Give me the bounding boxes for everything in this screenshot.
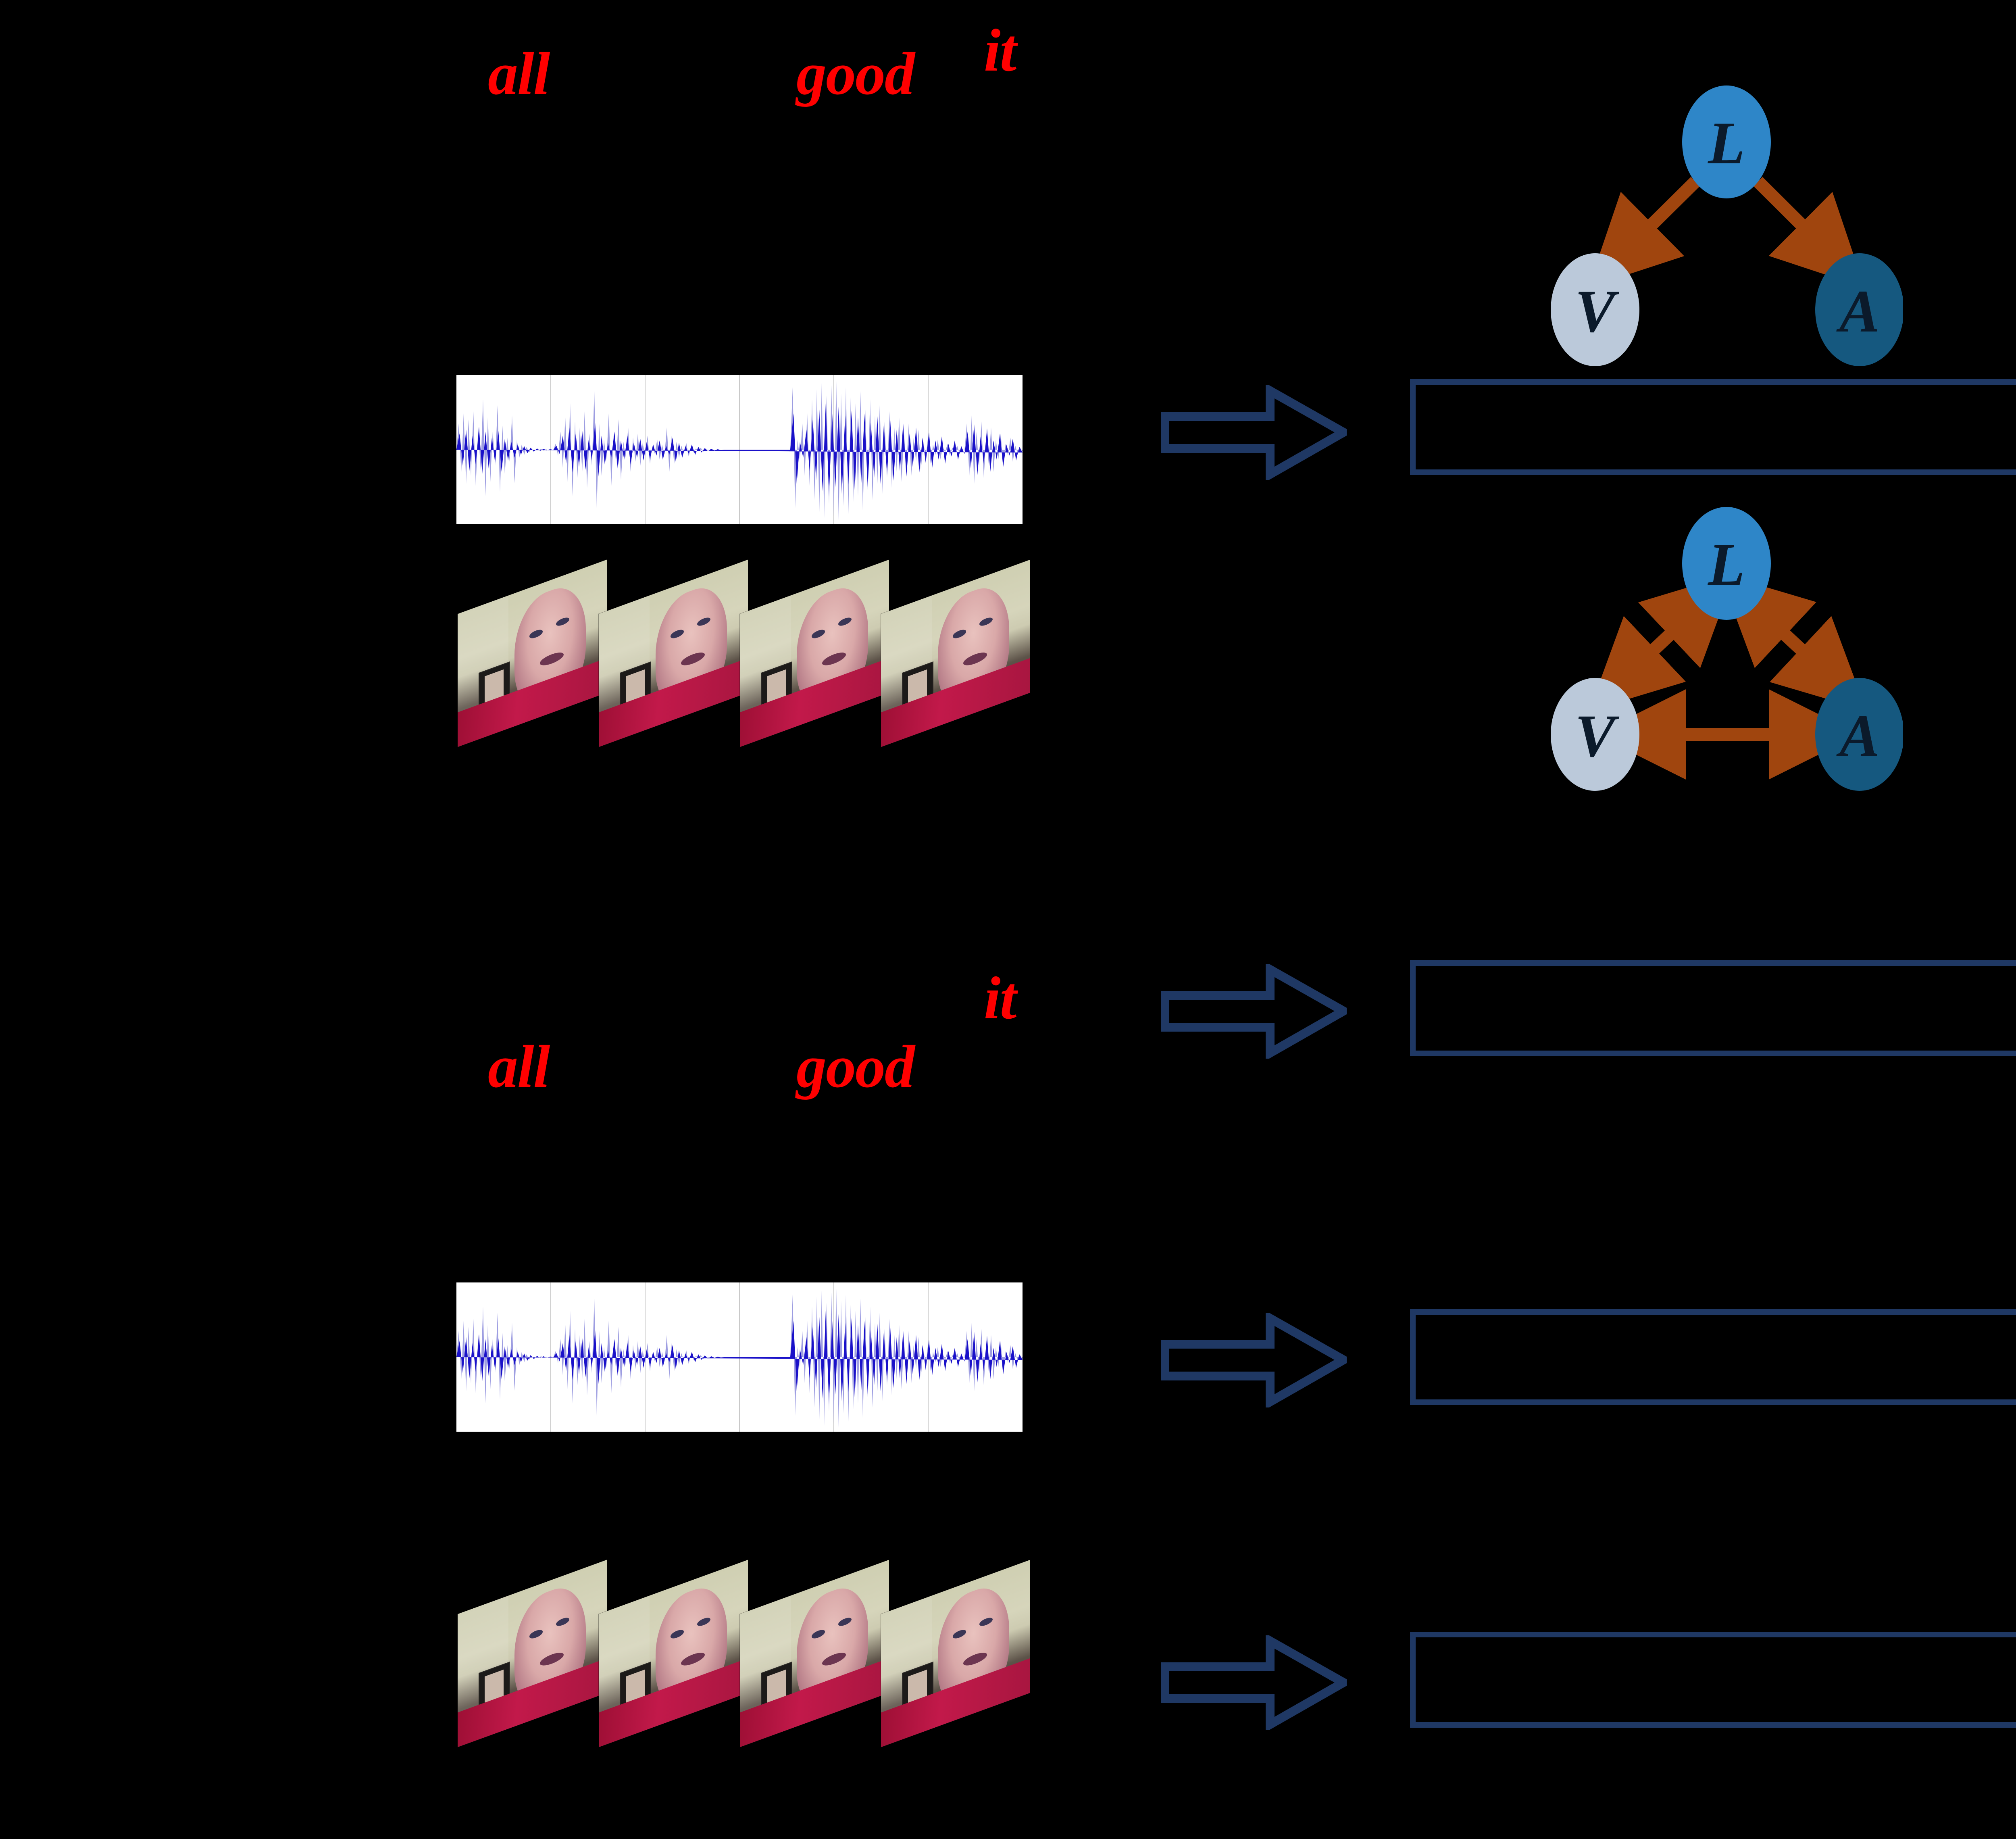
block-arrow-icon [1161, 1635, 1347, 1730]
directed-graph-top: L V A [1516, 81, 1903, 371]
flow-arrow-visual-to-model [1161, 1635, 1347, 1730]
audio-waveform-bottom [456, 1282, 1023, 1432]
transcript-word-all-bottom: all [488, 1033, 550, 1100]
video-frame [881, 559, 1030, 747]
bidirectional-graph-svg: L V A [1551, 507, 1903, 791]
svg-text:V: V [1575, 703, 1620, 769]
video-frame [599, 1560, 748, 1747]
bidirectional-graph-top: L V A [1516, 502, 1903, 792]
svg-text:L: L [1707, 531, 1745, 598]
transcript-word-it-top: it [984, 17, 1016, 84]
video-frame [740, 1560, 889, 1747]
transcript-word-good-top: good [796, 40, 915, 107]
svg-text:A: A [1836, 278, 1880, 345]
video-frame-stack-top [458, 559, 1030, 772]
waveform-svg [456, 1282, 1023, 1432]
svg-text:A: A [1836, 703, 1880, 769]
video-frame-stack-bottom [458, 1560, 1030, 1776]
audio-waveform-top [456, 375, 1023, 524]
transcript-word-good-bottom: good [796, 1033, 915, 1100]
block-arrow-icon [1161, 964, 1347, 1059]
directed-graph-svg: L V A [1551, 85, 1903, 366]
transcript-word-all-top: all [488, 40, 550, 107]
flow-arrow-input-to-model-top [1161, 385, 1347, 480]
transcript-word-it-bottom: it [984, 965, 1016, 1032]
block-arrow-icon [1161, 385, 1347, 480]
flow-arrow-language-to-model [1161, 964, 1347, 1059]
svg-text:V: V [1575, 278, 1620, 345]
video-frame [881, 1560, 1030, 1747]
video-frame [458, 559, 607, 747]
visual-model-box [1410, 1632, 2016, 1728]
acoustic-model-box [1410, 1309, 2016, 1405]
block-arrow-icon [1161, 1313, 1347, 1407]
video-frame [458, 1560, 607, 1747]
waveform-svg [456, 375, 1023, 524]
svg-text:L: L [1707, 110, 1745, 177]
language-model-box [1410, 960, 2016, 1056]
multimodal-model-box [1410, 379, 2016, 475]
video-frame [740, 559, 889, 747]
flow-arrow-acoustic-to-model [1161, 1313, 1347, 1407]
video-frame [599, 559, 748, 747]
